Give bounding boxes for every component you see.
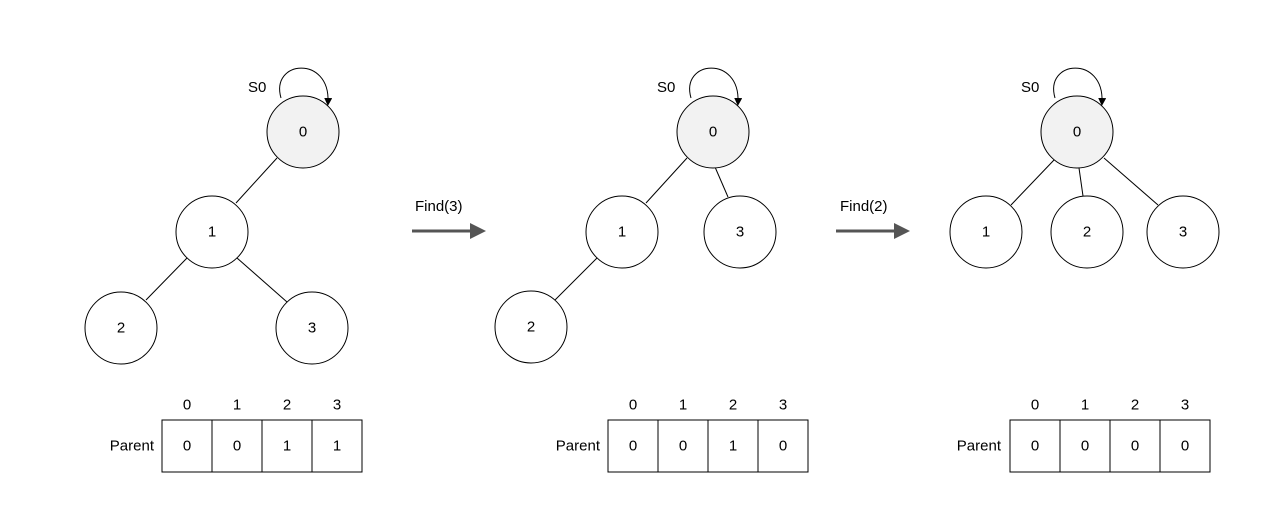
table-index: 0 (1031, 397, 1039, 414)
table-cell (757, 419, 809, 473)
root-label: S0 (1021, 79, 1039, 96)
root-label: S0 (657, 79, 675, 96)
node-3 (275, 291, 349, 365)
table-cell-value: 0 (233, 438, 241, 455)
panel-3: S0 0 1 2 3 Parent 0 1 2 3 0 0 0 0 (949, 67, 1220, 473)
table-index: 2 (1131, 397, 1139, 414)
table-cell-value: 1 (283, 438, 291, 455)
table-cell (211, 419, 263, 473)
parent-table: Parent 0 1 2 3 0 0 0 0 (957, 397, 1211, 473)
node-3-label: 3 (308, 320, 316, 337)
edge-1-2 (554, 257, 598, 301)
table-index: 1 (679, 397, 687, 414)
table-index: 3 (333, 397, 341, 414)
table-index: 2 (283, 397, 291, 414)
parent-row-label: Parent (110, 438, 155, 455)
node-1 (949, 195, 1023, 269)
transition-1: Find(3) (412, 198, 486, 239)
node-0-label: 0 (1073, 124, 1081, 141)
table-cell (707, 419, 759, 473)
table-cell-value: 0 (1031, 438, 1039, 455)
table-cell-value: 0 (1131, 438, 1139, 455)
table-cell-value: 0 (779, 438, 787, 455)
parent-row-label: Parent (957, 438, 1002, 455)
self-loop (279, 67, 333, 106)
panel-1: S0 0 1 2 3 Parent 0 1 2 3 0 0 1 1 (84, 67, 363, 473)
table-cell (261, 419, 313, 473)
edge-0-1 (235, 157, 278, 204)
root-label: S0 (248, 79, 266, 96)
node-0 (266, 95, 340, 169)
node-1-label: 1 (208, 224, 216, 241)
table-index: 3 (1181, 397, 1189, 414)
node-1 (175, 195, 249, 269)
edge-1-3 (236, 257, 288, 303)
edge-1-2 (145, 257, 188, 301)
transition-label: Find(3) (415, 198, 463, 215)
transition-label: Find(2) (840, 198, 888, 215)
table-cell (1159, 419, 1211, 473)
node-2 (494, 290, 568, 364)
table-index: 0 (183, 397, 191, 414)
edge-0-1 (1010, 159, 1055, 206)
node-1 (585, 195, 659, 269)
table-cell (1109, 419, 1161, 473)
table-index: 1 (1081, 397, 1089, 414)
table-cell-value: 1 (333, 438, 341, 455)
table-cell-value: 0 (679, 438, 687, 455)
node-2-label: 2 (1083, 224, 1091, 241)
self-loop (1053, 67, 1107, 106)
parent-table: Parent 0 1 2 3 0 0 1 0 (556, 397, 809, 473)
node-0-label: 0 (299, 124, 307, 141)
node-2-label: 2 (117, 320, 125, 337)
table-cell (607, 419, 659, 473)
node-0 (676, 95, 750, 169)
self-loop (689, 67, 743, 106)
table-cell-value: 0 (1081, 438, 1089, 455)
table-cell-value: 0 (629, 438, 637, 455)
node-2 (84, 291, 158, 365)
table-cell (1009, 419, 1061, 473)
node-3 (1146, 195, 1220, 269)
node-0 (1040, 95, 1114, 169)
node-2 (1050, 195, 1124, 269)
edge-0-2 (1078, 167, 1084, 197)
table-index: 1 (233, 397, 241, 414)
arrow-head-icon (894, 223, 910, 239)
panel-2: S0 0 1 2 3 Parent 0 1 2 3 0 0 1 0 (494, 67, 809, 473)
transition-2: Find(2) (836, 198, 910, 239)
table-index: 2 (729, 397, 737, 414)
table-cell-value: 1 (729, 438, 737, 455)
parent-row-label: Parent (556, 438, 601, 455)
edge-0-1 (645, 157, 688, 204)
node-1-label: 1 (618, 224, 626, 241)
arrow-head-icon (470, 223, 486, 239)
parent-table: Parent 0 1 2 3 0 0 1 1 (110, 397, 363, 473)
table-index: 3 (779, 397, 787, 414)
node-3-label: 3 (1179, 224, 1187, 241)
node-1-label: 1 (982, 224, 990, 241)
edge-0-3 (714, 166, 729, 198)
table-cell (311, 419, 363, 473)
node-0-label: 0 (709, 124, 717, 141)
node-3 (703, 195, 777, 269)
edge-0-3 (1103, 157, 1159, 206)
table-index: 0 (629, 397, 637, 414)
node-2-label: 2 (527, 319, 535, 336)
table-cell-value: 0 (1181, 438, 1189, 455)
node-3-label: 3 (736, 224, 744, 241)
table-cell-value: 0 (183, 438, 191, 455)
